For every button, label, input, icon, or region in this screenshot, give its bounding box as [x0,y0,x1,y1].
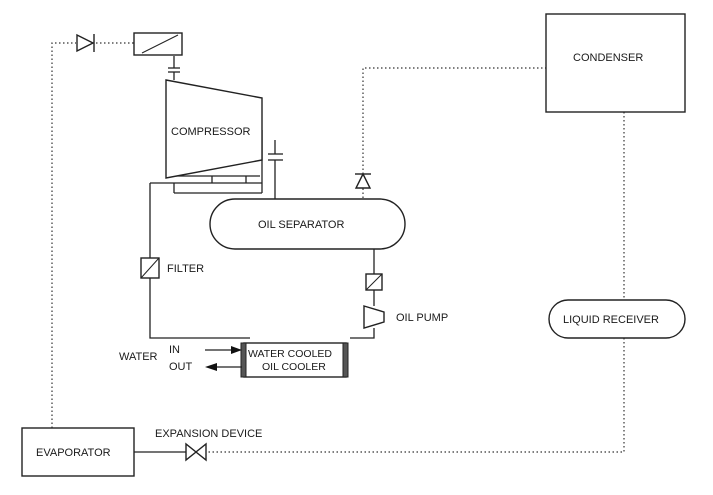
filter-label: FILTER [167,263,204,275]
water-out-label: OUT [169,361,193,373]
oil-separator-vessel [209,198,406,250]
liquid-receiver-vessel [548,299,686,339]
evaporator-box [21,427,135,477]
oil-separator-label: OIL SEPARATOR [258,219,344,231]
oil-cooler-label-line2: OIL COOLER [262,361,326,373]
oil-pump-outlet [350,328,375,339]
liquid-line [206,338,625,453]
condenser-label: CONDENSER [573,52,643,64]
water-in-label: IN [169,344,180,356]
compressor-base [150,130,263,194]
water-in-arrow-icon [205,346,242,354]
expansion-device-label: EXPANSION DEVICE [155,428,262,440]
discharge-line [362,67,546,198]
oil-pump-label: OIL PUMP [396,312,448,324]
filter-icon [140,257,160,279]
compressor-body [165,79,263,179]
pump-strainer-icon [365,273,383,291]
expansion-valve-icon [185,442,207,462]
oil-cooler-label-line1: WATER COOLED [248,348,332,360]
discharge-check-valve-icon [354,172,372,189]
oil-cooler [240,342,349,378]
compressor-label: COMPRESSOR [171,126,251,138]
motor-icon [133,32,183,56]
water-label: WATER [119,351,158,363]
oil-return-line [149,183,250,339]
liquid-receiver-label: LIQUID RECEIVER [563,314,659,326]
evaporator-label: EVAPORATOR [36,447,111,459]
oil-pump-icon [363,305,385,329]
check-valve-icon [76,33,95,53]
suction-line [51,42,76,428]
condenser-box [545,13,686,113]
water-out-arrow-icon [205,363,242,371]
